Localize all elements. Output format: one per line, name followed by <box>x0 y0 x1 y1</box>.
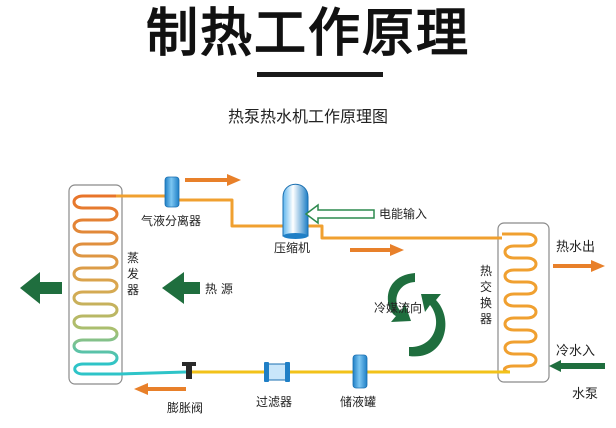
flow-arrow-expansion <box>134 383 186 395</box>
hot-water-out-arrow <box>553 260 605 272</box>
gas-liquid-separator <box>164 176 180 208</box>
expansion-valve <box>182 362 196 379</box>
main-title: 制热工作原理 <box>145 4 470 64</box>
heat-out-arrow <box>20 272 62 304</box>
diagram-subtitle: 热泵热水机工作原理图 <box>227 107 388 126</box>
hot-water-out-label: 热水出 <box>556 240 595 255</box>
refrigerant-flow-label: 冷媒流向 <box>374 300 422 315</box>
power-input-arrow <box>304 203 375 225</box>
filter-label: 过滤器 <box>256 395 292 409</box>
compressor-label: 压缩机 <box>274 240 310 255</box>
heat-exchanger-label-char-3: 换 <box>480 296 492 310</box>
separator-label: 气液分离器 <box>141 213 201 228</box>
water-pump-label: 水泵 <box>572 387 598 402</box>
power-input-label: 电能输入 <box>379 206 427 221</box>
refrigerant-circulation-icon <box>387 273 446 357</box>
heat-source-arrow <box>162 272 200 304</box>
heat-exchanger-label-char-2: 交 <box>480 279 492 294</box>
evaporator-label-char-3: 器 <box>127 283 139 297</box>
receiver-label: 储液罐 <box>340 394 376 409</box>
refrigerant-pipes <box>116 194 510 376</box>
expansion-valve-label: 膨胀阀 <box>167 401 203 415</box>
evaporator <box>68 184 123 385</box>
title-underline <box>257 72 383 77</box>
cold-water-in-arrow <box>549 360 605 372</box>
heat-source-label: 热 源 <box>205 282 233 296</box>
evaporator-label-char-1: 蒸 <box>127 251 139 265</box>
heat-exchanger <box>497 222 550 383</box>
compressor <box>282 183 309 239</box>
evaporator-label-char-2: 发 <box>127 266 139 281</box>
filter <box>264 362 290 382</box>
flow-arrow-separator <box>185 174 241 186</box>
receiver-tank <box>352 354 368 389</box>
flow-arrow-to-exchanger <box>350 244 404 256</box>
heat-exchanger-label-char-1: 热 <box>480 264 492 278</box>
heat-exchanger-label-char-4: 器 <box>480 312 492 326</box>
cold-water-in-label: 冷水入 <box>556 344 595 359</box>
